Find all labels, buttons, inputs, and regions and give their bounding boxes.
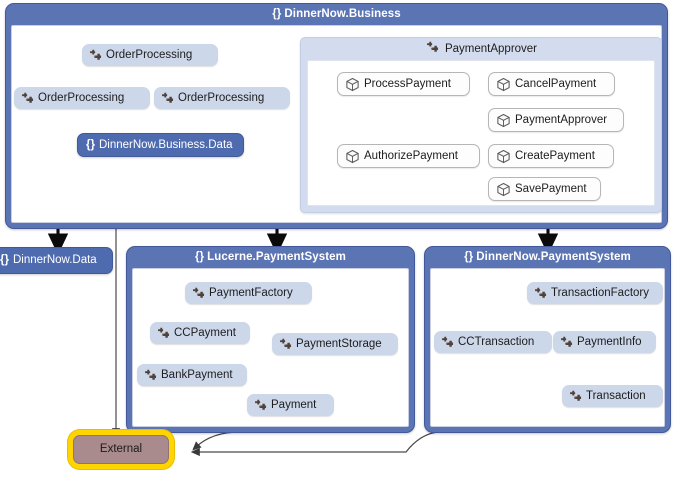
group-label: DinnerNow.Business bbox=[284, 8, 401, 20]
node-label: DinnerNow.Business.Data bbox=[98, 139, 233, 151]
namespace-icon: {} bbox=[464, 251, 474, 263]
node-dinnernow-business-data[interactable]: {}DinnerNow.Business.Data bbox=[77, 133, 244, 157]
class-icon bbox=[158, 327, 170, 338]
node-cctransaction[interactable]: CCTransaction bbox=[434, 331, 552, 353]
node-paymentfactory[interactable]: PaymentFactory bbox=[185, 282, 312, 304]
group-label: DinnerNow.PaymentSystem bbox=[476, 251, 631, 263]
node-payment[interactable]: Payment bbox=[247, 394, 334, 416]
namespace-icon: {} bbox=[0, 254, 9, 266]
node-cancelpayment[interactable]: CancelPayment bbox=[488, 72, 615, 96]
node-label: BankPayment bbox=[161, 369, 233, 381]
namespace-icon: {} bbox=[194, 251, 205, 263]
edge-lucerne-to-external bbox=[192, 431, 241, 451]
node-label: CancelPayment bbox=[515, 78, 597, 90]
method-icon bbox=[346, 149, 359, 164]
group-label: Lucerne.PaymentSystem bbox=[207, 251, 347, 263]
node-label: PaymentStorage bbox=[296, 338, 382, 350]
node-dinnernow-data[interactable]: {}DinnerNow.Data bbox=[0, 247, 113, 274]
class-icon bbox=[255, 399, 267, 410]
class-icon bbox=[535, 287, 547, 298]
node-paymentapprover-method[interactable]: PaymentApprover bbox=[488, 108, 624, 132]
node-authorizepayment[interactable]: AuthorizePayment bbox=[337, 144, 480, 168]
subgroup-label: PaymentApprover bbox=[444, 43, 538, 55]
node-paymentstorage[interactable]: PaymentStorage bbox=[272, 333, 398, 355]
class-icon bbox=[427, 41, 438, 52]
method-icon bbox=[346, 77, 359, 92]
namespace-icon: {} bbox=[272, 8, 282, 20]
node-label: Payment bbox=[271, 399, 317, 411]
node-label: AuthorizePayment bbox=[364, 150, 458, 162]
method-icon bbox=[497, 149, 510, 164]
class-icon bbox=[561, 336, 573, 347]
class-icon bbox=[280, 338, 292, 349]
group-title-dinnernow-paymentsystem: {}DinnerNow.PaymentSystem bbox=[425, 247, 670, 268]
node-label: CCTransaction bbox=[458, 336, 535, 348]
node-paymentinfo[interactable]: PaymentInfo bbox=[553, 331, 656, 353]
method-icon bbox=[497, 182, 510, 197]
group-title-lucerne-paymentsystem: {}Lucerne.PaymentSystem bbox=[127, 247, 414, 268]
node-label: CreatePayment bbox=[515, 150, 595, 162]
edge-dinnernow-paymentsystem-to-external bbox=[190, 431, 439, 457]
class-icon bbox=[442, 336, 454, 347]
node-label: External bbox=[99, 443, 143, 455]
method-icon bbox=[497, 77, 510, 92]
node-transaction[interactable]: Transaction bbox=[562, 385, 663, 407]
namespace-icon: {} bbox=[86, 139, 95, 151]
node-transactionfactory[interactable]: TransactionFactory bbox=[527, 282, 663, 304]
node-label: ProcessPayment bbox=[364, 78, 451, 90]
node-label: SavePayment bbox=[515, 183, 587, 195]
class-icon bbox=[162, 92, 174, 103]
node-createpayment[interactable]: CreatePayment bbox=[488, 144, 614, 168]
node-label: PaymentApprover bbox=[515, 114, 608, 126]
node-orderprocessing-top[interactable]: OrderProcessing bbox=[82, 44, 218, 66]
class-icon bbox=[145, 369, 157, 380]
node-savepayment[interactable]: SavePayment bbox=[488, 177, 601, 201]
node-label: DinnerNow.Data bbox=[12, 254, 97, 266]
node-label: CCPayment bbox=[174, 327, 236, 339]
node-label: OrderProcessing bbox=[106, 49, 193, 61]
node-external[interactable]: External bbox=[73, 435, 169, 464]
class-icon bbox=[570, 390, 582, 401]
node-label: Transaction bbox=[586, 390, 646, 402]
node-processpayment[interactable]: ProcessPayment bbox=[337, 72, 470, 96]
node-orderprocessing-left[interactable]: OrderProcessing bbox=[14, 87, 150, 109]
node-label: TransactionFactory bbox=[551, 287, 649, 299]
node-ccpayment[interactable]: CCPayment bbox=[150, 322, 250, 344]
node-orderprocessing-right[interactable]: OrderProcessing bbox=[154, 87, 290, 109]
class-icon bbox=[22, 92, 34, 103]
node-label: OrderProcessing bbox=[38, 92, 125, 104]
subgroup-title-paymentapprover: PaymentApprover bbox=[301, 38, 661, 60]
node-bankpayment[interactable]: BankPayment bbox=[137, 364, 247, 386]
node-label: PaymentInfo bbox=[577, 336, 642, 348]
node-label: OrderProcessing bbox=[178, 92, 265, 104]
group-title-dinnernow-business: {}DinnerNow.Business bbox=[6, 4, 667, 25]
node-label: PaymentFactory bbox=[209, 287, 293, 299]
class-icon bbox=[193, 287, 205, 298]
class-icon bbox=[90, 49, 102, 60]
method-icon bbox=[497, 113, 510, 128]
